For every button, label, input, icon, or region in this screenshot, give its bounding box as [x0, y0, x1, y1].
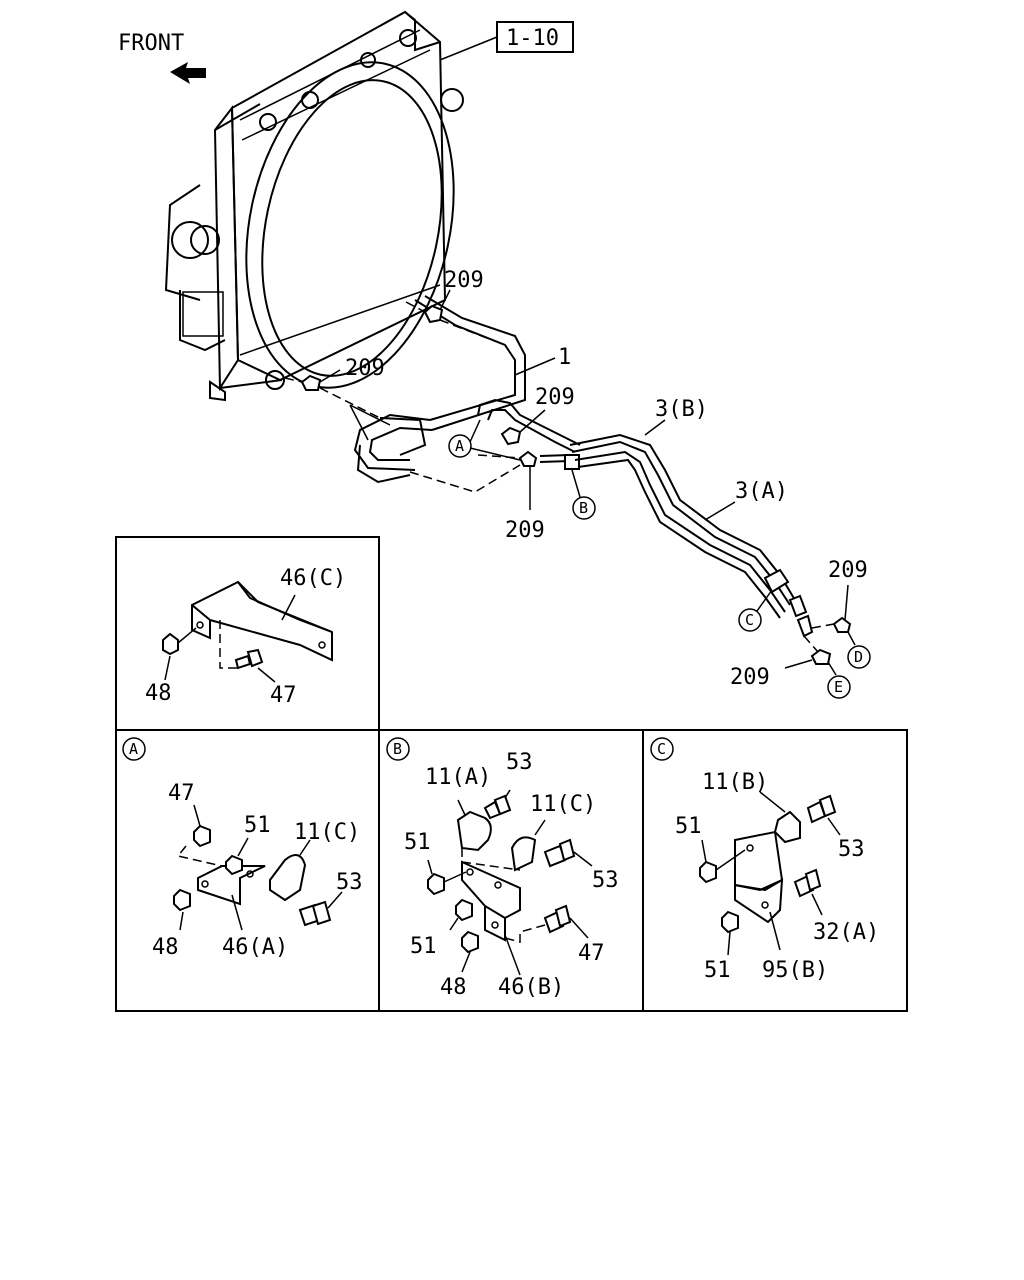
panel-a-label-47: 47 [168, 781, 195, 806]
pipes-3 [569, 433, 814, 638]
label-209-mid: 209 [535, 385, 575, 410]
marker-e-letter: E [834, 678, 843, 696]
label-3b: 3(B) [655, 397, 708, 422]
clamp-209-left [284, 369, 391, 441]
marker-d-letter: D [854, 648, 863, 666]
panel-b-label-53-top: 53 [506, 750, 533, 775]
panel-a-label-48: 48 [152, 935, 179, 960]
radiator-shroud [164, 10, 464, 402]
panel-46c [115, 536, 380, 731]
panel-c: C [642, 729, 908, 1012]
panel-46c-label-48: 48 [145, 681, 172, 706]
marker-b-letter: B [579, 499, 588, 517]
marker-c-letter: C [745, 611, 754, 629]
panel-b-label-51-bot: 51 [410, 934, 437, 959]
label-209-right-bottom: 209 [730, 665, 770, 690]
front-arrow-icon [170, 62, 206, 84]
marker-e: E [827, 675, 851, 699]
panel-a-title: A [129, 740, 138, 758]
panel-c-label-32a: 32(A) [813, 920, 879, 945]
pipe-branch [409, 398, 581, 510]
panel-b-label-53-mid: 53 [592, 868, 619, 893]
marker-d: D [847, 645, 871, 669]
panel-c-label-95b: 95(B) [762, 958, 828, 983]
clamp-209-top [405, 289, 506, 346]
label-209-top: 209 [444, 268, 484, 293]
panel-a-label-46a: 46(A) [222, 935, 288, 960]
front-label: FRONT [118, 31, 184, 56]
hose-1 [353, 295, 526, 484]
marker-b: B [564, 454, 596, 520]
panel-c-label-53: 53 [838, 837, 865, 862]
panel-b-title: B [393, 740, 402, 758]
label-part-1: 1 [558, 345, 571, 370]
panel-b-label-11a: 11(A) [425, 765, 491, 790]
label-209-low: 209 [505, 518, 545, 543]
panel-c-label-51-bot: 51 [704, 958, 731, 983]
panel-c-label-11b: 11(B) [702, 770, 768, 795]
panel-46c-label-47: 47 [270, 683, 297, 708]
marker-a-letter: A [455, 437, 464, 455]
panel-a-label-51: 51 [244, 813, 271, 838]
label-209-left: 209 [345, 356, 385, 381]
panel-b-label-11c: 11(C) [530, 792, 596, 817]
clamp-209-right-top [811, 584, 856, 646]
marker-a: A [448, 419, 521, 461]
label-209-right-top: 209 [828, 558, 868, 583]
panel-b-label-47: 47 [578, 941, 605, 966]
panel-46c-label-46c: 46(C) [280, 566, 346, 591]
panel-a: A [115, 729, 380, 1012]
panel-b-label-51-top: 51 [404, 830, 431, 855]
panel-c-label-51-top: 51 [675, 814, 702, 839]
ref-label: 1-10 [506, 26, 559, 51]
reference-box: 1-10 [439, 21, 574, 61]
clamp-209-right-bottom [784, 635, 837, 676]
panel-c-title: C [657, 740, 666, 758]
panel-b: B [378, 729, 644, 1012]
panel-b-label-48: 48 [440, 975, 467, 1000]
marker-c: C [738, 589, 773, 632]
panel-b-label-46b: 46(B) [498, 975, 564, 1000]
label-3a: 3(A) [735, 479, 788, 504]
panel-a-label-53: 53 [336, 870, 363, 895]
panel-a-label-11c: 11(C) [294, 820, 360, 845]
